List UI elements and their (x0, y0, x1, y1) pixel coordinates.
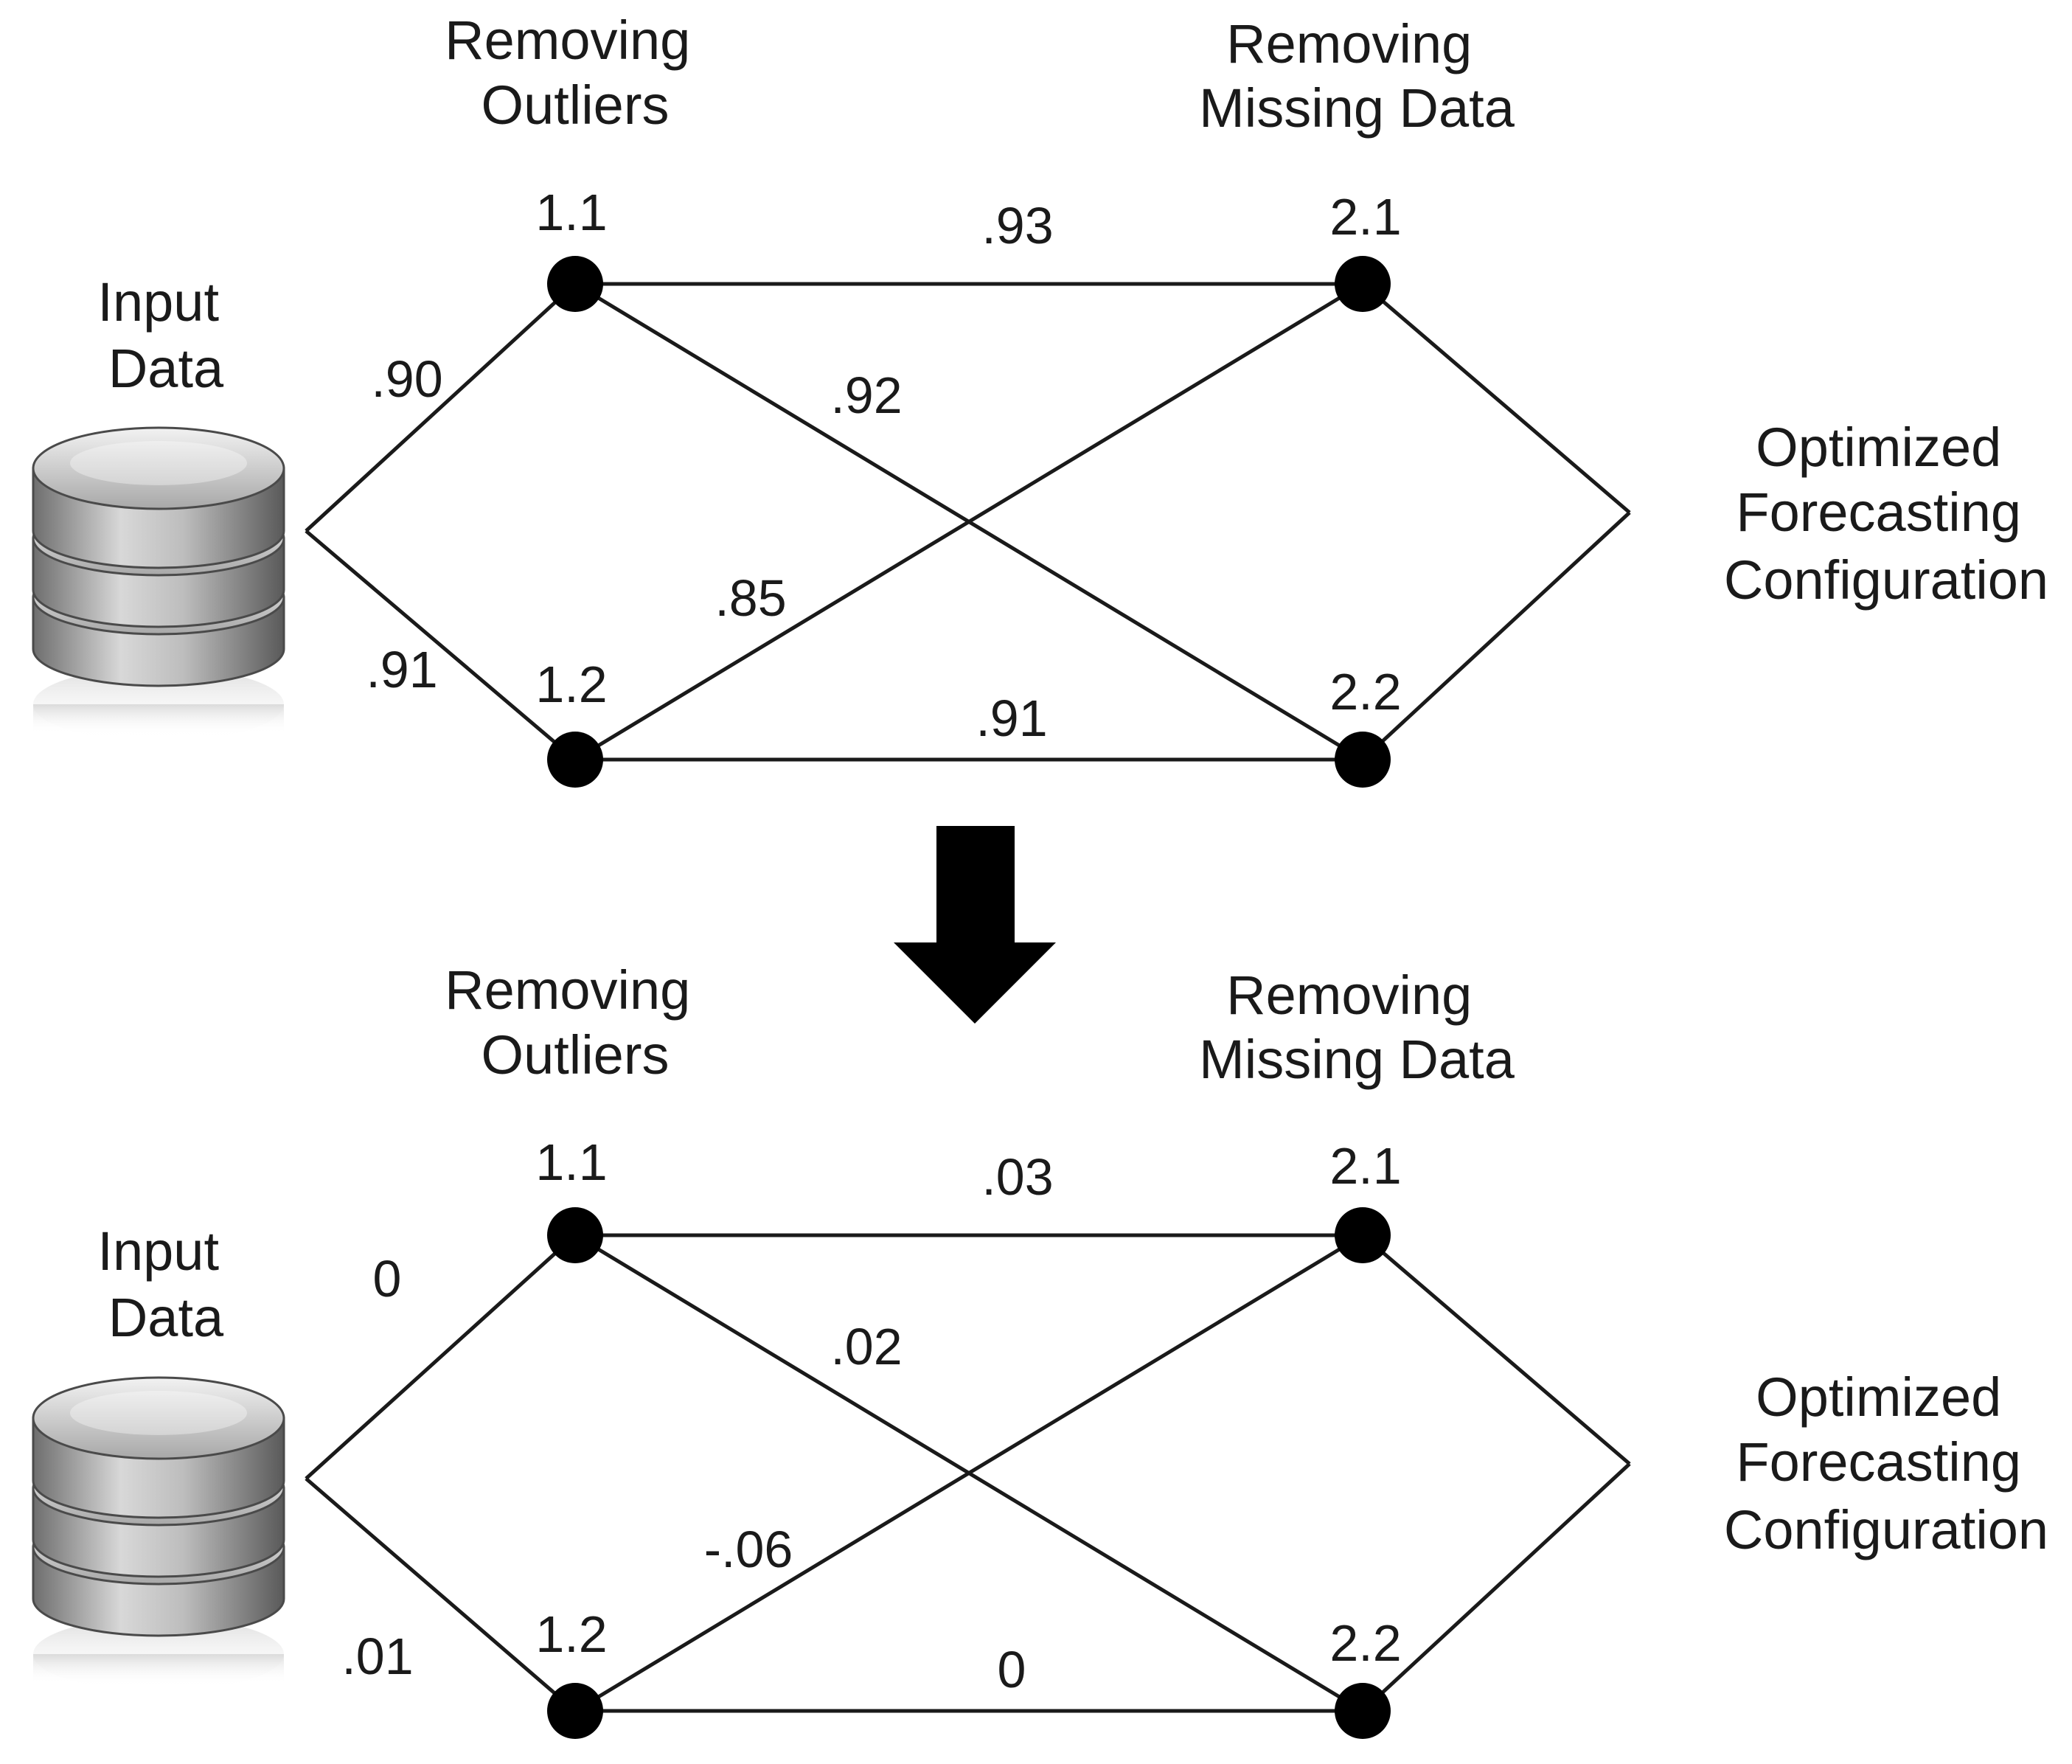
stage2-label: Removing Missing Data (1199, 13, 1515, 139)
stage2-label: Removing Missing Data (1199, 965, 1515, 1090)
weight-1-2-to-2-1: .85 (715, 569, 786, 627)
down-arrow-icon (894, 826, 1056, 1024)
weight-1-1-to-2-2: .02 (830, 1318, 902, 1375)
node-label-1-1: 1.1 (535, 184, 607, 241)
output-label: Optimized Forecasting Configuration (1724, 1367, 2048, 1560)
edge-input-to-1-2 (305, 1477, 577, 1712)
database-icon (32, 1376, 285, 1692)
weight-1-1-to-2-2: .92 (830, 367, 902, 424)
stage1-label: Removing Outliers (445, 10, 706, 136)
weight-input-to-1-1: .90 (371, 350, 442, 408)
edge-2-1-to-output (1361, 282, 1631, 514)
node-1-1 (547, 256, 603, 312)
node-label-2-1: 2.1 (1329, 188, 1401, 246)
weight-1-2-to-2-1: -.06 (704, 1521, 793, 1578)
node-1-2 (547, 1683, 603, 1739)
edge-input-to-1-1 (305, 282, 577, 532)
node-label-2-2: 2.2 (1329, 1614, 1401, 1672)
edge-1-2-to-2-1 (574, 1233, 1364, 1713)
node-label-1-2: 1.2 (535, 1605, 607, 1663)
node-2-2 (1335, 732, 1391, 788)
weight-1-1-to-2-1: .03 (981, 1148, 1053, 1206)
edge-input-to-1-1 (305, 1234, 577, 1480)
edge-2-2-to-output (1361, 1462, 1631, 1712)
weight-1-2-to-2-2: .91 (976, 690, 1047, 747)
node-1-1 (547, 1207, 603, 1263)
database-icon (32, 426, 285, 743)
stage1-label: Removing Outliers (445, 959, 706, 1086)
input-label: Input Data (97, 1220, 234, 1348)
node-2-1 (1335, 1207, 1391, 1263)
edge-2-1-to-output (1361, 1234, 1631, 1465)
input-label: Input Data (97, 271, 234, 399)
diagram-bottom: Input Data Removing Outliers Removing Mi… (32, 959, 2048, 1739)
node-2-2 (1335, 1683, 1391, 1739)
weight-input-to-1-1: 0 (373, 1250, 402, 1308)
edge-1-2-to-2-1 (574, 282, 1364, 762)
weight-input-to-1-2: .91 (366, 641, 437, 698)
node-label-2-2: 2.2 (1329, 663, 1401, 720)
weight-1-1-to-2-1: .93 (981, 197, 1053, 254)
edge-2-2-to-output (1361, 511, 1631, 761)
output-label: Optimized Forecasting Configuration (1724, 417, 2048, 611)
node-2-1 (1335, 256, 1391, 312)
node-label-1-1: 1.1 (535, 1133, 607, 1191)
diagram-top: Input Data Removing Outliers Removing Mi… (32, 10, 2048, 788)
weight-input-to-1-2: .01 (341, 1628, 413, 1685)
edge-input-to-1-2 (305, 529, 577, 761)
node-label-1-2: 1.2 (535, 656, 607, 713)
node-label-2-1: 2.1 (1329, 1137, 1401, 1195)
weight-1-2-to-2-2: 0 (998, 1641, 1026, 1698)
node-1-2 (547, 732, 603, 788)
